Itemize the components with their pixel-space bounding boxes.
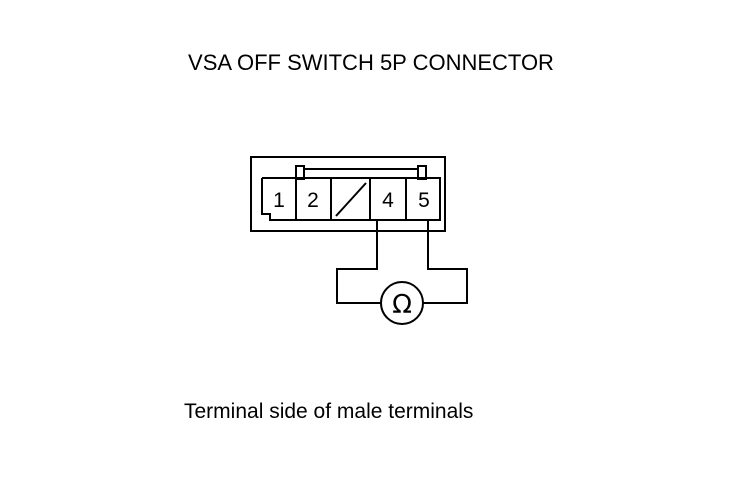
connector-housing bbox=[250, 156, 446, 232]
diagram-title: VSA OFF SWITCH 5P CONNECTOR bbox=[188, 50, 554, 75]
empty-terminal-3 bbox=[335, 182, 367, 217]
terminal-1-label: 1 bbox=[273, 189, 285, 212]
ohmmeter-icon bbox=[380, 281, 424, 325]
terminal-5-label: 5 bbox=[418, 189, 430, 212]
probe-wires bbox=[336, 220, 468, 304]
terminal-4-label: 4 bbox=[382, 189, 394, 212]
diagram-caption: Terminal side of male terminals bbox=[184, 400, 474, 423]
terminal-2-label: 2 bbox=[307, 189, 319, 212]
ohm-symbol: Ω bbox=[392, 290, 412, 320]
